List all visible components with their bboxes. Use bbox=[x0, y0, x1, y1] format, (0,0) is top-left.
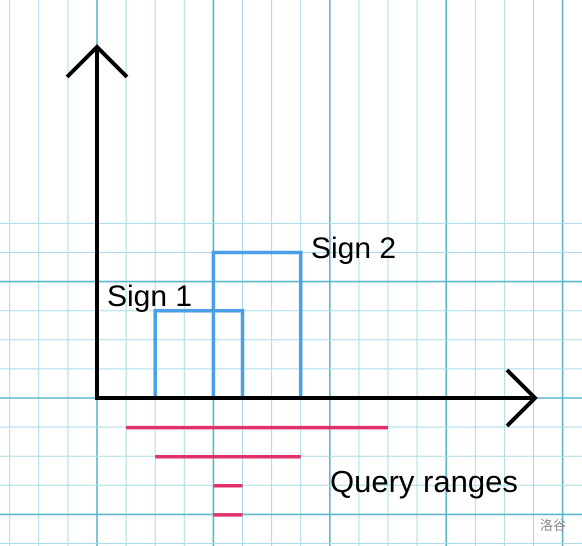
sign-2-outline bbox=[211, 250, 303, 398]
x-axis-arrowhead bbox=[505, 368, 538, 428]
query-ranges bbox=[126, 425, 388, 517]
y-axis-arrowhead bbox=[65, 44, 129, 79]
watermark: 洛谷 bbox=[540, 519, 566, 534]
axes bbox=[65, 44, 538, 428]
sign-1-outline bbox=[153, 308, 245, 398]
query-ranges-label: Query ranges bbox=[330, 464, 518, 499]
signs bbox=[153, 250, 303, 398]
sign-1-label: Sign 1 bbox=[107, 280, 192, 313]
sign-2-label: Sign 2 bbox=[311, 232, 396, 265]
